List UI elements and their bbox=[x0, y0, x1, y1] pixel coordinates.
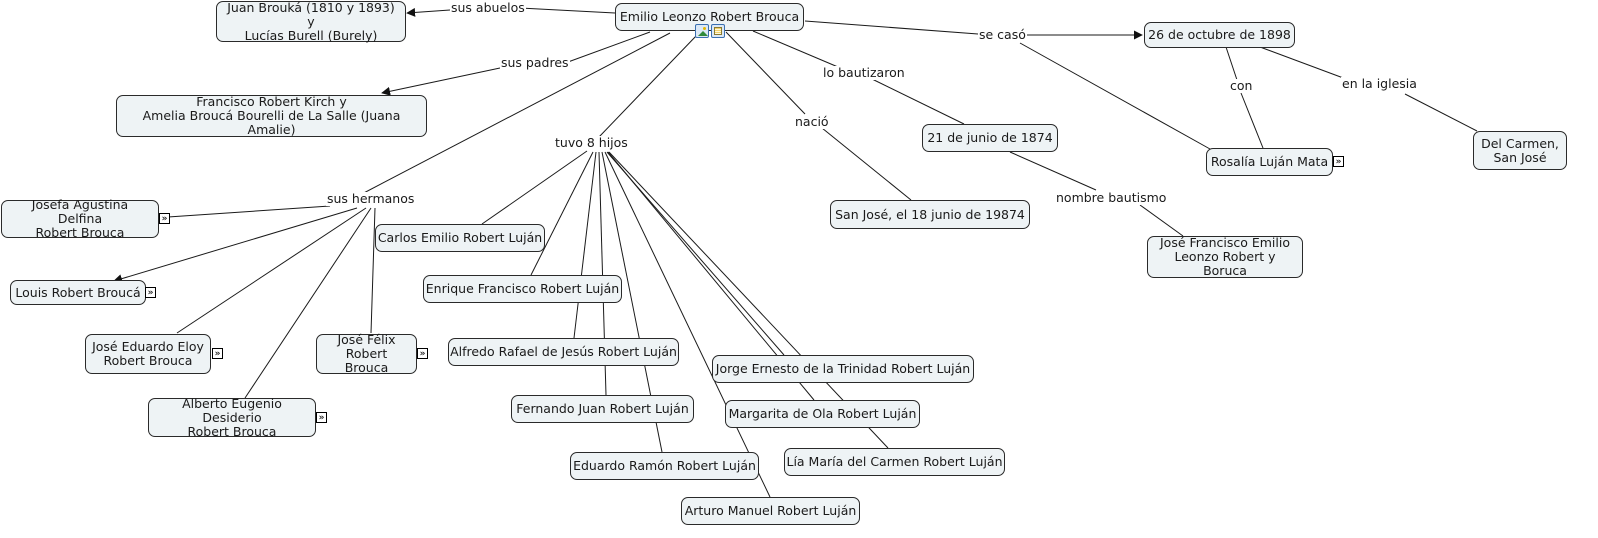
line-hijos-enrique bbox=[530, 151, 594, 276]
node-iglesia[interactable]: Del Carmen, San José bbox=[1473, 131, 1567, 170]
link-label-sus-padres[interactable]: sus padres bbox=[500, 55, 570, 70]
line-hermanos-louis bbox=[113, 207, 358, 283]
line-hermanos-josefelix bbox=[370, 207, 376, 334]
node-hermano[interactable]: Josefa Agustina Delfina Robert Brouca bbox=[1, 197, 159, 240]
node-padres[interactable]: Francisco Robert Kirch y Amelia Broucá B… bbox=[116, 95, 427, 137]
node-hijo[interactable]: Lía María del Carmen Robert Luján bbox=[784, 448, 1005, 476]
line-hijos-alfredo-a bbox=[573, 151, 597, 339]
node-hijo-label: Margarita de Ola Robert Luján bbox=[728, 406, 917, 421]
node-hermano[interactable]: José Félix Robert Brouca bbox=[316, 332, 417, 375]
line-hermanos-alberto bbox=[244, 207, 372, 399]
node-fecha-bautizo[interactable]: 21 de junio de 1874 bbox=[922, 124, 1058, 152]
node-nombre-bautismo[interactable]: José Francisco Emilio Leonzo Robert y Bo… bbox=[1147, 236, 1303, 278]
node-hijo[interactable]: Enrique Francisco Robert Luján bbox=[423, 275, 622, 303]
node-hermano-label: José Félix Robert Brouca bbox=[337, 332, 396, 375]
line-root-bautizaron bbox=[752, 30, 839, 68]
line-boda-iglesia bbox=[1259, 46, 1347, 80]
root-concept-node[interactable]: Emilio Leonzo Robert Brouca bbox=[615, 3, 804, 31]
node-hijo-label: Lía María del Carmen Robert Luján bbox=[786, 454, 1003, 469]
node-hijo-label: Eduardo Ramón Robert Luján bbox=[573, 458, 756, 473]
line-root-padres-b bbox=[381, 67, 501, 96]
link-label-con[interactable]: con bbox=[1229, 78, 1254, 93]
link-label-nacio[interactable]: nació bbox=[794, 114, 830, 129]
node-hermano-label: Alberto Eugenio Desiderio Robert Brouca bbox=[182, 395, 282, 439]
line-bautizaron-fecha bbox=[871, 78, 965, 125]
line-hijos-lia bbox=[608, 151, 889, 449]
link-label-sus-abuelos[interactable]: sus abuelos bbox=[450, 0, 526, 15]
node-nombre-bautismo-label: José Francisco Emilio Leonzo Robert y Bo… bbox=[1159, 235, 1290, 278]
line-root-hermanos bbox=[357, 32, 671, 197]
link-label-sus-hermanos[interactable]: sus hermanos bbox=[326, 191, 416, 206]
node-hermano-label: Louis Robert Broucá bbox=[15, 284, 141, 300]
expand-hermano-button[interactable]: » bbox=[316, 412, 327, 423]
node-iglesia-label: Del Carmen, San José bbox=[1481, 135, 1559, 165]
node-fecha-boda[interactable]: 26 de octubre de 1898 bbox=[1144, 22, 1295, 48]
link-label-nombre-bautismo[interactable]: nombre bautismo bbox=[1055, 190, 1168, 205]
document-resource-icon[interactable] bbox=[711, 24, 725, 38]
node-nacimiento-label: San José, el 18 junio de 19874 bbox=[835, 206, 1025, 222]
node-hermano-label: José Eduardo Eloy Robert Brouca bbox=[92, 339, 204, 368]
link-label-en-la-iglesia[interactable]: en la iglesia bbox=[1341, 76, 1418, 91]
line-hijos-carlos bbox=[481, 150, 588, 225]
node-hermano-label: Josefa Agustina Delfina Robert Brouca bbox=[31, 197, 129, 240]
expand-hermano-button[interactable]: » bbox=[417, 348, 428, 359]
line-root-padres-a bbox=[567, 31, 651, 63]
node-hijo[interactable]: Arturo Manuel Robert Luján bbox=[681, 497, 860, 525]
line-nacio-sanjose bbox=[821, 127, 912, 201]
line-iglesia-carmen bbox=[1404, 93, 1478, 132]
node-hermano[interactable]: José Eduardo Eloy Robert Brouca bbox=[85, 334, 211, 374]
node-hijo-label: Alfredo Rafael de Jesús Robert Luján bbox=[450, 344, 677, 359]
expand-hermano-button[interactable]: » bbox=[159, 213, 170, 224]
node-esposa[interactable]: Rosalía Luján Mata bbox=[1206, 148, 1333, 176]
line-root-nacio bbox=[725, 31, 806, 115]
node-hijo-label: Jorge Ernesto de la Trinidad Robert Lujá… bbox=[715, 361, 971, 376]
line-con-esposa bbox=[1240, 92, 1264, 149]
image-resource-icon[interactable] bbox=[695, 24, 709, 38]
expand-esposa-button[interactable]: » bbox=[1333, 156, 1344, 167]
line-boda-con bbox=[1225, 46, 1238, 81]
node-hijo-label: Fernando Juan Robert Luján bbox=[516, 401, 689, 416]
node-hijo[interactable]: Margarita de Ola Robert Luján bbox=[725, 400, 920, 428]
line-root-abuelos-a bbox=[519, 7, 616, 14]
node-hermano[interactable]: Louis Robert Broucá bbox=[10, 280, 146, 305]
node-fecha-boda-label: 26 de octubre de 1898 bbox=[1148, 27, 1291, 42]
node-hijo[interactable]: Eduardo Ramón Robert Luján bbox=[570, 452, 759, 480]
node-hijo[interactable]: Jorge Ernesto de la Trinidad Robert Lujá… bbox=[712, 355, 974, 383]
node-fecha-bautizo-label: 21 de junio de 1874 bbox=[927, 130, 1053, 145]
node-hijo-label: Carlos Emilio Robert Luján bbox=[377, 230, 543, 245]
expand-hermano-button[interactable]: » bbox=[212, 348, 223, 359]
line-hermanos-joseeduardo bbox=[176, 207, 367, 334]
root-concept-label: Emilio Leonzo Robert Brouca bbox=[619, 9, 800, 24]
link-label-tuvo-hijos[interactable]: tuvo 8 hijos bbox=[554, 135, 629, 150]
node-hijo[interactable]: Alfredo Rafael de Jesús Robert Luján bbox=[448, 338, 679, 366]
line-root-secaso bbox=[804, 20, 979, 35]
node-hijo[interactable]: Fernando Juan Robert Luján bbox=[511, 395, 694, 423]
node-hijo-label: Arturo Manuel Robert Luján bbox=[684, 503, 857, 518]
line-root-abuelos-b bbox=[406, 7, 451, 17]
node-padres-label: Francisco Robert Kirch y Amelia Broucá B… bbox=[142, 94, 401, 137]
node-nacimiento[interactable]: San José, el 18 junio de 19874 bbox=[830, 200, 1030, 229]
line-root-hijos bbox=[598, 34, 698, 138]
line-hermanos-josefa bbox=[167, 205, 331, 218]
node-abuelos[interactable]: Juan Brouká (1810 y 1893) y Lucías Burel… bbox=[216, 0, 406, 43]
link-label-se-caso[interactable]: se casó bbox=[978, 27, 1027, 42]
node-abuelos-label: Juan Brouká (1810 y 1893) y Lucías Burel… bbox=[227, 0, 395, 43]
line-hijos-arturo bbox=[604, 151, 771, 498]
line-nombrebaut-nombre bbox=[1139, 204, 1184, 237]
link-label-lo-bautizaron[interactable]: lo bautizaron bbox=[822, 65, 906, 80]
line-fecha-nombrebaut bbox=[1009, 151, 1097, 191]
line-secaso-esposa bbox=[1019, 42, 1211, 150]
expand-hermano-button[interactable]: » bbox=[145, 287, 156, 298]
node-hijo-label: Enrique Francisco Robert Luján bbox=[425, 281, 620, 296]
node-hijo[interactable]: Carlos Emilio Robert Luján bbox=[375, 224, 545, 252]
node-hermano[interactable]: Alberto Eugenio Desiderio Robert Brouca bbox=[148, 395, 316, 439]
node-esposa-label: Rosalía Luján Mata bbox=[1210, 154, 1329, 169]
